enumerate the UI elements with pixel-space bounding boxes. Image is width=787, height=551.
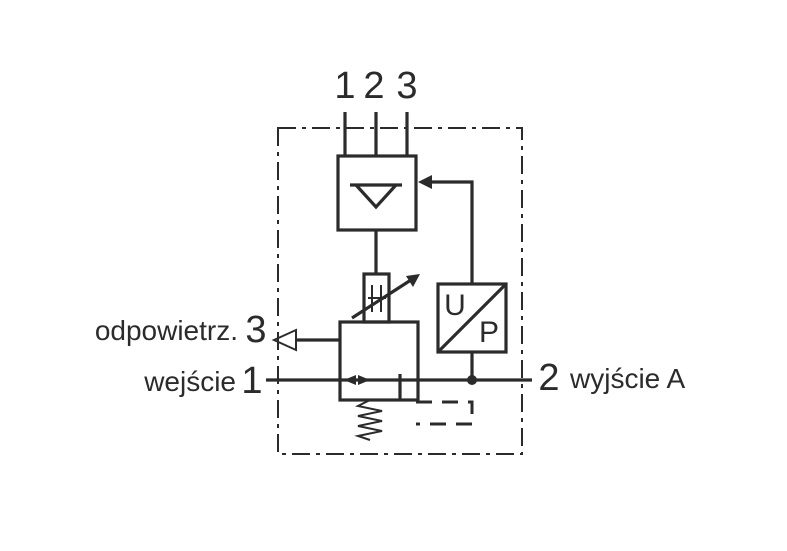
adjustable-element (351, 272, 420, 324)
outlet-port-number: 2 (538, 357, 559, 399)
inlet-label: wejście (143, 366, 236, 397)
inlet-port-number: 1 (241, 360, 262, 402)
valve-body (338, 320, 420, 402)
outlet-label: wyjście A (569, 363, 685, 394)
top-port-3-number: 3 (396, 65, 417, 107)
top-port-2-number: 2 (363, 65, 384, 107)
main-flow-line (266, 375, 532, 385)
valve-spring (354, 399, 383, 441)
amplifier-block (336, 154, 418, 232)
feedback-line (418, 175, 474, 284)
top-port-1-number: 1 (334, 65, 355, 107)
pressure-transducer: U P (436, 282, 508, 380)
exhaust-port-number: 3 (245, 309, 266, 351)
exhaust-line (271, 328, 340, 352)
pilot-line (416, 400, 474, 426)
transducer-p: P (479, 316, 499, 349)
device-enclosure (277, 127, 523, 455)
transducer-u: U (444, 289, 466, 322)
exhaust-label: odpowietrz. (95, 315, 238, 346)
top-connection-lines (343, 112, 409, 156)
